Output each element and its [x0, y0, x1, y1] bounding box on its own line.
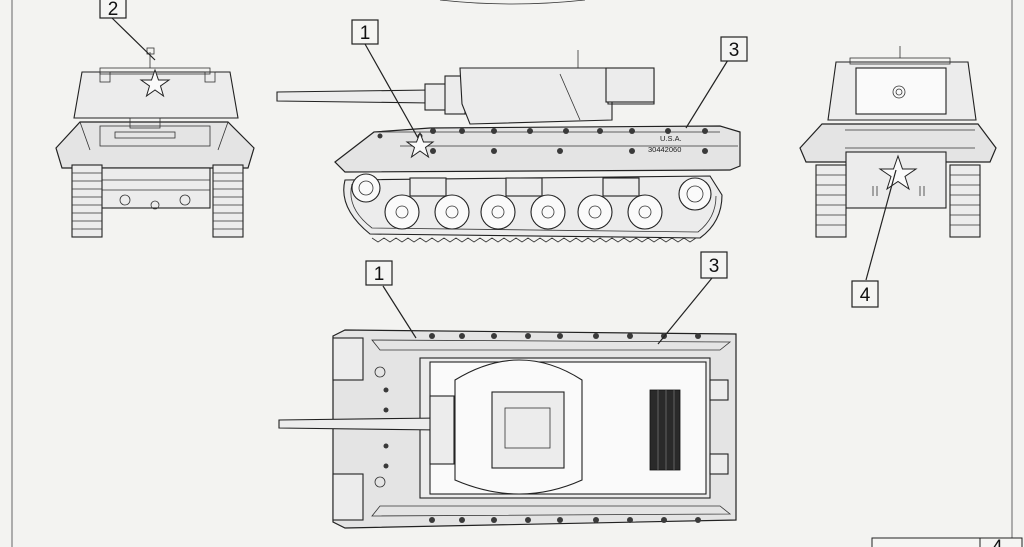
callout-1-side: 1	[351, 19, 379, 45]
svg-text:1: 1	[360, 23, 371, 44]
svg-text:4: 4	[992, 537, 1003, 547]
side-marking-serial: 30442060	[648, 145, 681, 154]
engine-grille	[649, 389, 681, 471]
side-view: U.S.A. 30442060	[276, 50, 741, 243]
svg-text:4: 4	[860, 285, 871, 306]
rear-view	[799, 46, 997, 238]
svg-text:1: 1	[374, 264, 385, 285]
front-turret-star-icon	[139, 68, 171, 98]
rear-hull-star-icon	[878, 154, 918, 191]
top-view	[278, 329, 737, 529]
page-number-box: 4	[871, 537, 1023, 547]
svg-text:2: 2	[108, 0, 119, 20]
leader-lines	[111, 17, 897, 345]
svg-text:3: 3	[729, 40, 740, 61]
side-hull-star-icon	[405, 131, 435, 159]
callout-2: 2	[99, 0, 127, 20]
side-rivets	[377, 128, 708, 154]
front-view	[55, 47, 255, 238]
svg-text:3: 3	[709, 256, 720, 277]
side-marking-usa: U.S.A.	[660, 134, 682, 143]
callout-1-top: 1	[365, 260, 393, 286]
callout-4: 4	[851, 280, 879, 308]
side-road-wheels	[351, 173, 712, 230]
callout-3-top: 3	[700, 251, 728, 279]
callout-3-side: 3	[720, 36, 748, 62]
page-top-arc	[439, 0, 586, 5]
